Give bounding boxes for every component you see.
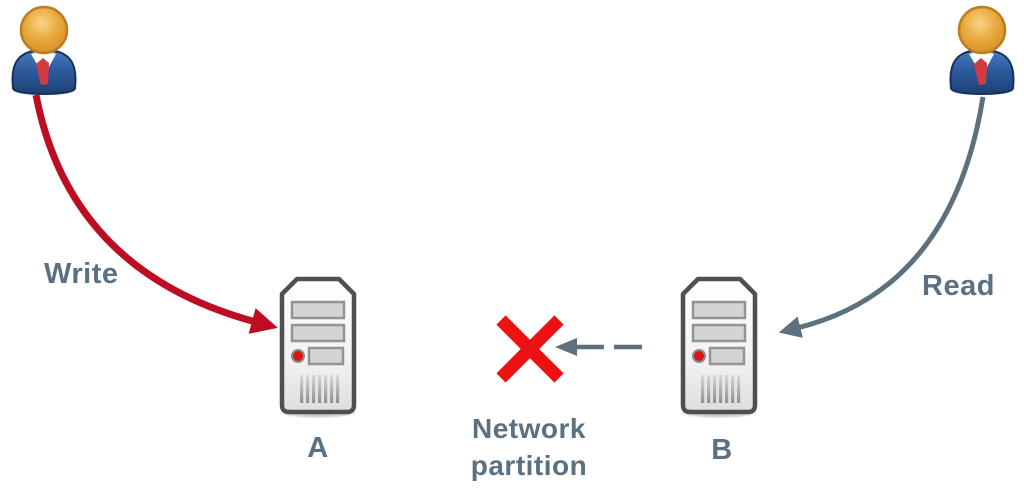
server-b-label: B — [711, 434, 733, 466]
server-b-icon — [679, 276, 759, 419]
user-head — [957, 5, 1007, 55]
read-arrow — [778, 96, 986, 338]
server-bay — [691, 323, 747, 343]
server-bay — [290, 323, 346, 343]
server-bay — [691, 300, 747, 320]
write-arrow — [32, 94, 278, 334]
read-arrow-path — [778, 96, 986, 338]
right-user-icon — [948, 5, 1016, 96]
user-tie — [36, 58, 49, 85]
network-partition-x-icon — [496, 315, 564, 383]
server-slot — [708, 346, 746, 366]
server-a-label: A — [307, 432, 329, 464]
user-head — [19, 5, 69, 55]
network-partition-label: Network partition — [470, 413, 588, 481]
server-led — [291, 349, 305, 363]
x-stroke — [496, 315, 564, 383]
server-slot — [307, 346, 345, 366]
dashed-arrowhead — [555, 338, 577, 356]
user-tie — [974, 58, 987, 85]
write-arrow-path — [32, 94, 278, 334]
server-a-icon — [278, 276, 358, 419]
server-bay — [290, 300, 346, 320]
write-label: Write — [44, 258, 119, 290]
read-label: Read — [922, 270, 995, 302]
server-vents — [701, 375, 741, 403]
server-led — [692, 349, 706, 363]
dashed-arrow-icon — [555, 338, 642, 356]
left-user-icon — [10, 5, 78, 96]
server-vents — [300, 375, 340, 403]
